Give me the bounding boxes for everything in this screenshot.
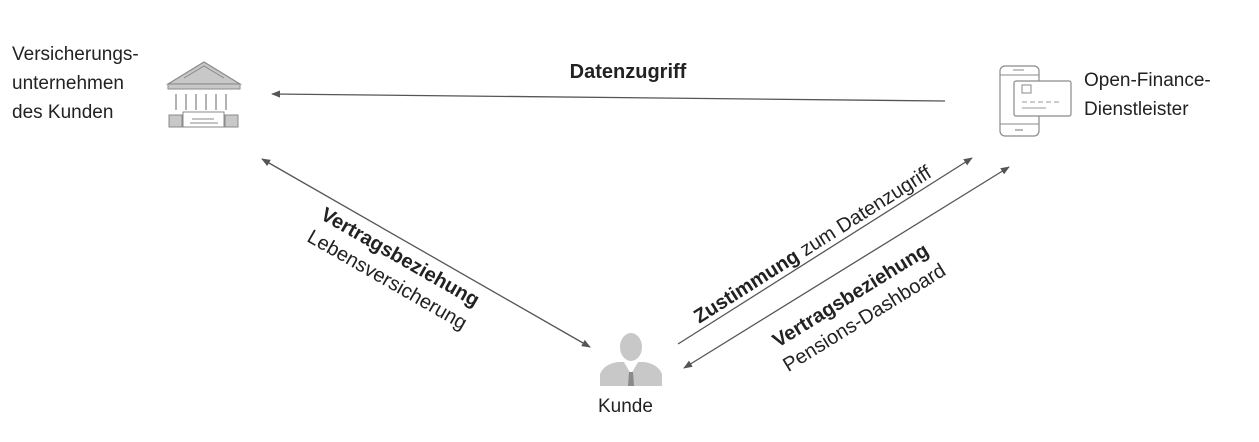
insurer-label-line-2: unternehmen (12, 73, 124, 94)
insurer-label-line-1: Versicherungs- (12, 44, 139, 65)
provider-customer-arrow (683, 166, 1010, 369)
insurer-label: Versicherungs- unternehmen des Kunden (12, 40, 139, 127)
insurer-customer-label: Vertragsbeziehung Lebensversicherung (303, 204, 483, 335)
provider-label-line-1: Open-Finance- (1084, 70, 1211, 91)
data-access-arrow (271, 90, 946, 102)
person-icon (600, 333, 662, 386)
customer-label-text: Kunde (598, 396, 653, 417)
phone-card-icon (999, 65, 1072, 137)
provider-label: Open-Finance- Dienstleister (1084, 66, 1211, 124)
customer-label: Kunde (598, 392, 653, 421)
bank-building-icon (165, 61, 243, 128)
insurer-customer-arrow (261, 158, 591, 348)
insurer-label-line-3: des Kunden (12, 102, 114, 123)
provider-label-line-2: Dienstleister (1084, 99, 1189, 120)
data-access-label: Datenzugriff (570, 61, 687, 83)
consent-label-bold: Zustimmung (690, 245, 803, 328)
